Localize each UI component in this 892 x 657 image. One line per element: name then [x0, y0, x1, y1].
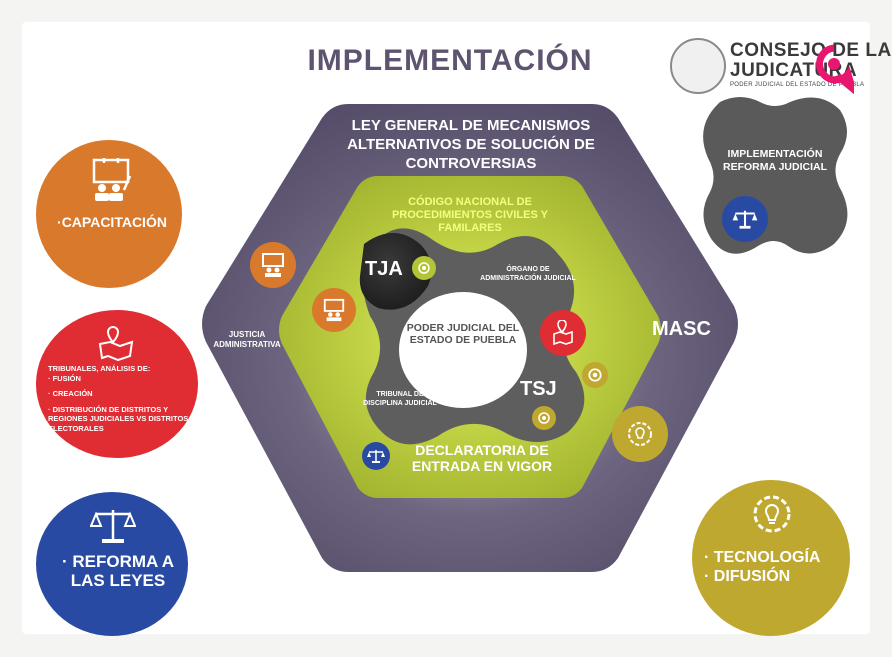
- pink-chat-logo-icon: [816, 44, 854, 94]
- gear-bulb-icon: [412, 256, 436, 280]
- gear-bulb-icon: [612, 406, 668, 462]
- implementacion-blob: [703, 97, 848, 254]
- reforma-leyes-label: · REFORMA A LAS LEYES: [48, 552, 188, 590]
- tribunales-text: TRIBUNALES, ANÁLISIS DE: · FUSIÓN · CREA…: [48, 364, 194, 433]
- masc-label: MASC: [652, 318, 711, 340]
- balance-scale-icon: [722, 196, 768, 242]
- gear-bulb-icon: [582, 362, 608, 388]
- gear-bulb-icon: [532, 406, 556, 430]
- balance-scale-icon: [362, 442, 390, 470]
- tecnologia-difusion-label: · TECNOLOGÍA · DIFUSIÓN: [704, 548, 854, 586]
- capacitacion-label: ·CAPACITACIÓN: [57, 214, 167, 230]
- reforma-line: LAS LEYES: [70, 571, 166, 590]
- justicia-administrativa-label: JUSTICIA ADMINISTRATIVA: [213, 330, 281, 349]
- presentation-icon: [312, 288, 356, 332]
- poder-judicial-label: PODER JUDICIAL DEL ESTADO DE PUEBLA: [406, 322, 520, 346]
- organo-label: ÓRGANO DE ADMINISTRACIÓN JUDICIAL: [480, 266, 576, 282]
- tsj-label: TSJ: [520, 378, 557, 400]
- page-title: IMPLEMENTACIÓN: [307, 44, 593, 77]
- declaratoria-label: DECLARATORIA DE ENTRADA EN VIGOR: [411, 442, 553, 474]
- gear-bulb-icon: [753, 495, 791, 533]
- tja-label: TJA: [365, 258, 403, 280]
- logo-line1: CONSEJO DE LA: [730, 40, 892, 61]
- tribunales-line: · FUSIÓN: [48, 373, 81, 383]
- map-pin-icon: [98, 326, 134, 362]
- balance-scale-icon: [90, 510, 136, 543]
- ley-general-label: LEY GENERAL DE MECANISMOS ALTERNATIVOS D…: [347, 117, 595, 172]
- implementacion-reforma-label: IMPLEMENTACIÓN REFORMA JUDICIAL: [722, 148, 828, 173]
- mexico-seal-icon: [670, 38, 726, 94]
- capacitacion-circle: [36, 140, 182, 288]
- logo-subtitle: PODER JUDICIAL DEL ESTADO DE PUEBLA: [730, 82, 865, 88]
- tribunal-disciplina-label: TRIBUNAL DE DISCIPLINA JUDICIAL: [363, 391, 437, 407]
- reforma-line: · REFORMA A: [61, 552, 175, 571]
- tribunales-line: · DISTRIBUCIÓN DE DISTRITOS Y REGIONES J…: [48, 404, 189, 433]
- tribunales-line: · CREACIÓN: [48, 389, 93, 398]
- tribunales-heading: TRIBUNALES, ANÁLISIS DE:: [48, 364, 151, 373]
- presentation-icon: [250, 242, 296, 288]
- presentation-icon: [92, 158, 132, 201]
- codigo-nacional-label: CÓDIGO NACIONAL DE PROCEDIMIENTOS CIVILE…: [391, 196, 549, 234]
- center-circle: [399, 292, 527, 408]
- map-pin-icon: [540, 310, 586, 356]
- tecnologia-line: · TECNOLOGÍA: [704, 549, 821, 566]
- difusion-line: · DIFUSIÓN: [704, 568, 791, 585]
